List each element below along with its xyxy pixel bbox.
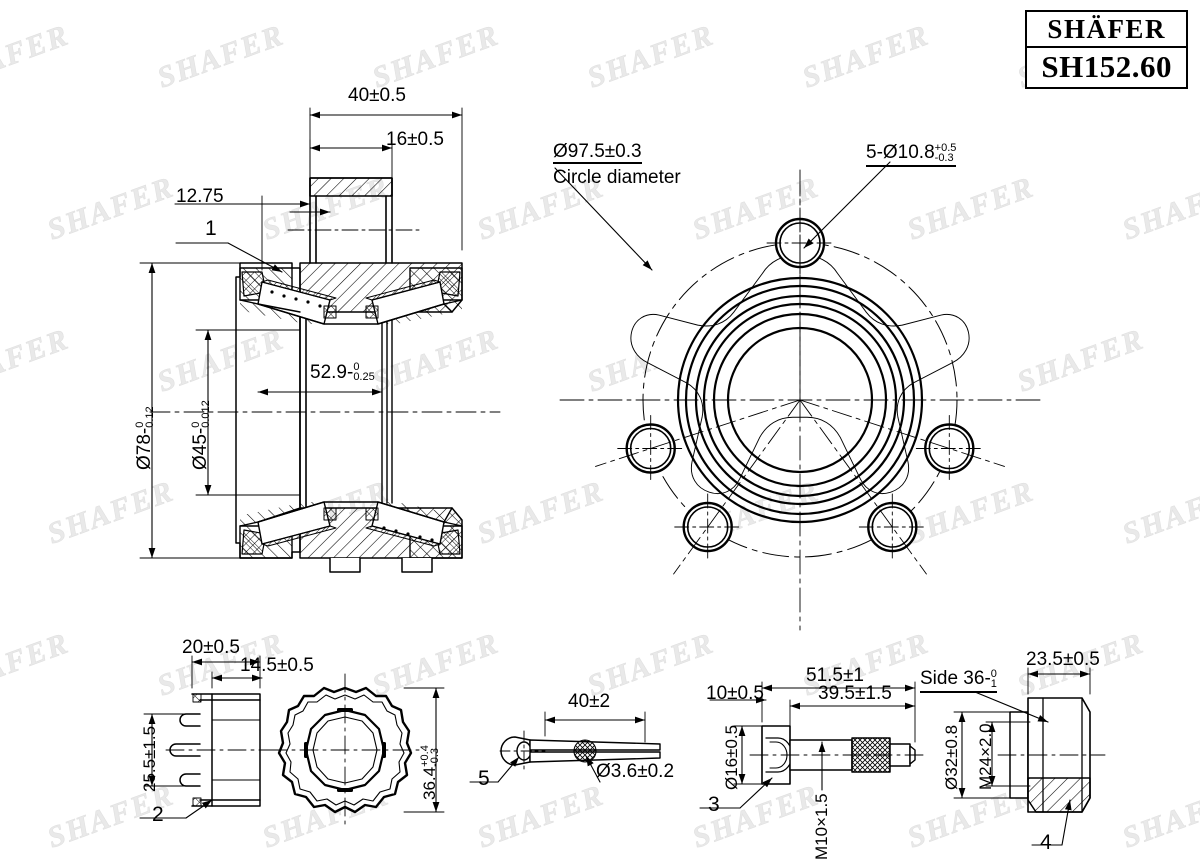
dim-nut-side-lower: 1	[990, 678, 997, 690]
title-block: SHÄFER SH152.60	[1025, 10, 1188, 89]
dim-inner-bore: 52.9- 0 0.25	[310, 361, 375, 384]
brand-name: SHÄFER	[1047, 14, 1166, 44]
section-view-group	[139, 107, 501, 573]
bolt-holes	[617, 209, 983, 561]
dim-bore-diameter-value: Ø45-	[190, 427, 211, 470]
brand-logo: SHÄFER	[1027, 12, 1186, 49]
dim-bolt-holes-upper: +0.5	[934, 141, 957, 154]
dim-nut-side-value: Side 36-	[920, 668, 991, 689]
dim-overall-width: 40±0.5	[348, 85, 406, 106]
dim-pin-wire-diameter: Ø3.6±0.2	[596, 761, 675, 782]
dim-nut-side-upper: 0	[990, 667, 997, 680]
dim-inner-bore-upper: 0	[353, 361, 360, 373]
dim-inner-bore-lower: 0.25	[353, 371, 375, 384]
dim-nut-thread-value: M24×2.0	[976, 723, 995, 790]
dust-cap-group	[139, 655, 445, 827]
dim-cap-across-flats-lower: -0.3	[429, 747, 442, 767]
dim-cap-inner-width: 14.5±0.5	[240, 655, 314, 676]
balloon-2: 2	[152, 803, 164, 826]
dim-inner-bore-value: 52.9-	[310, 361, 354, 383]
flange-face-view-group	[554, 161, 1041, 631]
balloon-3: 3	[708, 793, 720, 816]
part-number: SH152.60	[1041, 49, 1172, 85]
cotter-pin-group	[469, 711, 661, 783]
dim-nut-outer-diameter-value: Ø32±0.8	[942, 724, 961, 790]
axle-nut-group	[953, 667, 1106, 846]
dim-bolt-head-thickness: 10±0.5	[706, 683, 764, 704]
balloon-1: 1	[205, 217, 217, 240]
dim-bolt-holes-lower: -0.3	[934, 152, 954, 164]
balloon-5: 5	[478, 767, 490, 790]
dim-pin-length: 40±2	[568, 691, 611, 712]
dim-cap-height-value: 25.5±1.5	[140, 725, 159, 792]
dim-bolt-head-diameter-value: Ø16±0.5	[722, 724, 741, 790]
dim-bolt-circle: Ø97.5±0.3 Circle diameter	[553, 141, 681, 187]
dim-outer-diameter-value: Ø78-	[134, 427, 155, 470]
dim-bolt-shank-length: 39.5±1.5	[818, 683, 892, 704]
dim-offset: 12.75	[176, 186, 224, 207]
part-number-box: SH152.60	[1027, 48, 1186, 87]
dim-cap-across-flats-value: 36.4	[420, 766, 440, 800]
dim-bolt-thread-value: M10×1.5	[812, 793, 831, 860]
dim-nut-side: Side 36- 0 1	[920, 668, 997, 693]
dim-bore-diameter-lower: 0.012	[200, 400, 212, 428]
dim-bolt-circle-value: Ø97.5±0.3	[553, 141, 642, 164]
dim-outer-diameter-lower: 0.12	[144, 406, 156, 428]
dim-bolt-holes-value: 5-Ø10.8	[866, 142, 935, 163]
dim-bolt-circle-note: Circle diameter	[553, 167, 681, 188]
bearing-lower	[239, 501, 463, 559]
wheel-bolt-group	[699, 681, 926, 809]
dim-nut-height: 23.5±0.5	[1026, 649, 1100, 670]
dim-spigot-width: 16±0.5	[386, 129, 444, 150]
bearing-upper	[239, 267, 463, 325]
dim-bolt-holes: 5-Ø10.8 +0.5 -0.3	[866, 141, 957, 167]
dim-cap-outer-width: 20±0.5	[182, 637, 240, 658]
balloon-4: 4	[1040, 831, 1052, 854]
dim-bolt-total-length: 51.5±1	[806, 665, 864, 686]
